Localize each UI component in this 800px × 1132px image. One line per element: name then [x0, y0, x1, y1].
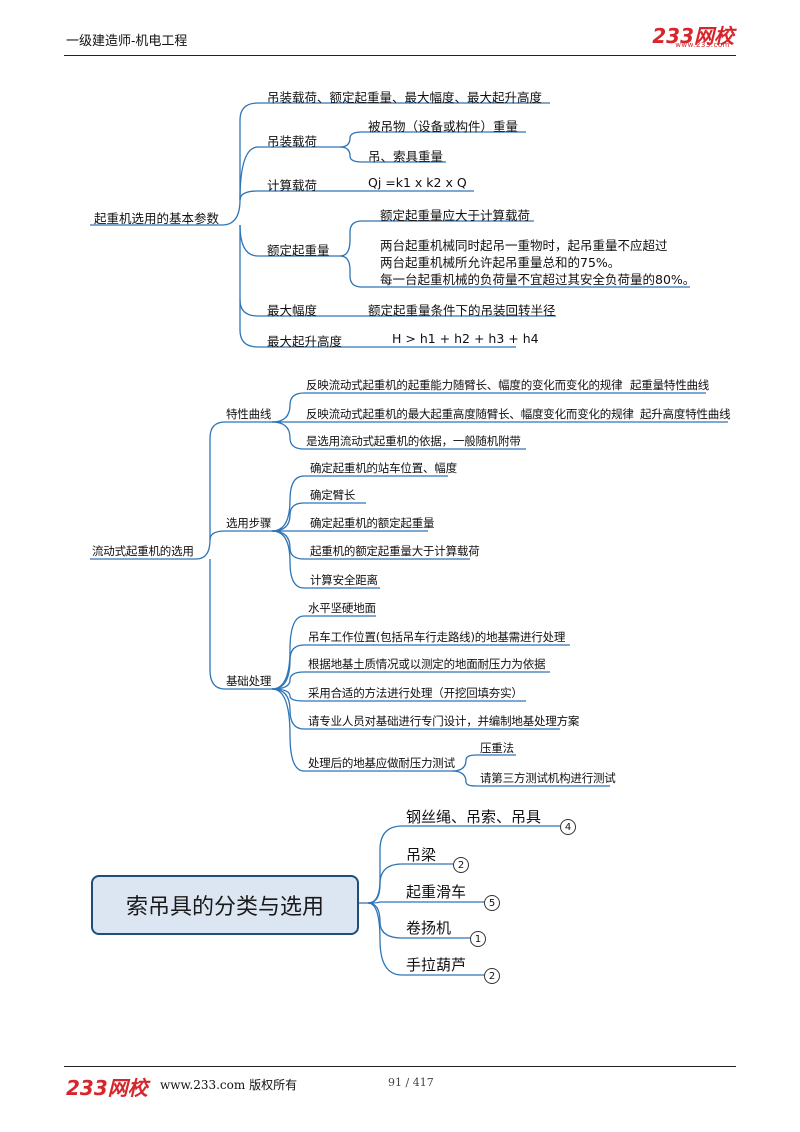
brand-logo: 233网校 — [652, 24, 734, 48]
map2-step-3: 确定起重机的额定起重量 — [310, 516, 435, 530]
map1-radius-desc: 额定起重量条件下的吊装回转半径 — [368, 303, 556, 318]
map2-curve-item-3: 是选用流动式起重机的依据，一般随机附带 — [306, 434, 521, 448]
map3-item-5: 手拉葫芦 — [406, 956, 467, 974]
map2-base-item-2: 吊车工作位置(包括吊车行走路线)的地基需进行处理 — [308, 630, 566, 644]
map2-step-5: 计算安全距离 — [310, 573, 378, 587]
map2-step-1: 确定起重机的站车位置、幅度 — [310, 461, 457, 475]
map2-base-item-6: 处理后的地基应做耐压力测试 — [308, 756, 455, 770]
map3-item-1: 钢丝绳、吊索、吊具 — [406, 808, 542, 826]
map1-load-item-2: 吊、索具重量 — [368, 149, 444, 164]
map1-calc-label: 计算载荷 — [267, 178, 318, 193]
map2-curve-right-2: 起升高度特性曲线 — [640, 407, 731, 421]
page-number: 91 / 417 — [388, 1076, 434, 1089]
footer-rule — [64, 1066, 736, 1067]
header-rule — [64, 55, 736, 56]
map3-item-2: 吊梁 — [406, 846, 437, 864]
map2-test-1: 压重法 — [480, 741, 514, 755]
map3-item-2-badge: 2 — [453, 857, 469, 873]
map1-rated-item-1: 额定起重量应大于计算载荷 — [380, 208, 531, 223]
map2-curve-item-1: 反映流动式起重机的起重能力随臂长、幅度的变化而变化的规律 — [306, 378, 623, 392]
map2-curve-right-1: 起重量特性曲线 — [630, 378, 710, 392]
map3-item-4: 卷扬机 — [406, 919, 452, 937]
map1-load-label: 吊装载荷 — [267, 134, 318, 149]
map2-test-2: 请第三方测试机构进行测试 — [480, 771, 616, 785]
map3-item-3-badge: 5 — [484, 895, 500, 911]
map2-steps-label: 选用步骤 — [226, 516, 272, 530]
map1-rated-item-2-line-3: 每一台起重机械的负荷量不宜超过其安全负荷量的80%。 — [380, 272, 696, 287]
map1-height-formula: H > h1 + h2 + h3 + h4 — [392, 331, 539, 346]
map3-item-4-badge: 1 — [470, 931, 486, 947]
map2-step-4: 起重机的额定起重量大于计算载荷 — [310, 544, 480, 558]
map1-radius-label: 最大幅度 — [267, 303, 318, 318]
map2-base-item-5: 请专业人员对基础进行专门设计，并编制地基处理方案 — [308, 714, 580, 728]
map3-item-5-badge: 2 — [484, 968, 500, 984]
map2-curve-label: 特性曲线 — [226, 407, 272, 421]
map1-root: 起重机选用的基本参数 — [94, 211, 220, 226]
map1-height-label: 最大起升高度 — [267, 334, 343, 349]
map1-top-line: 吊装载荷、额定起重量、最大幅度、最大起升高度 — [267, 90, 543, 105]
map1-calc-formula: Qj =k1 x k2 x Q — [368, 175, 467, 190]
footer-brand-logo: 233网校 — [66, 1076, 148, 1100]
footer-copyright: www.233.com 版权所有 — [160, 1078, 298, 1092]
map1-rated-item-2-line-1: 两台起重机械同时起吊一重物时，起吊重量不应超过 — [380, 238, 668, 253]
map2-curve-item-2: 反映流动式起重机的最大起重高度随臂长、幅度变化而变化的规律 — [306, 407, 634, 421]
map2-base-item-1: 水平坚硬地面 — [308, 601, 376, 615]
map2-root: 流动式起重机的选用 — [92, 544, 194, 558]
map3-item-1-badge: 4 — [560, 819, 576, 835]
map1-load-item-1: 被吊物（设备或构件）重量 — [368, 119, 519, 134]
brand-logo-url: www.233.com — [675, 41, 730, 49]
map2-base-label: 基础处理 — [226, 674, 272, 688]
map2-step-2: 确定臂长 — [310, 488, 356, 502]
map3-item-3: 起重滑车 — [406, 883, 467, 901]
document-header-title: 一级建造师-机电工程 — [66, 34, 188, 49]
map2-base-item-3: 根据地基土质情况或以测定的地面耐压力为依据 — [308, 657, 546, 671]
map2-base-item-4: 采用合适的方法进行处理（开挖回填夯实） — [308, 686, 523, 700]
map3-root: 索吊具的分类与选用 — [91, 875, 359, 935]
map1-rated-label: 额定起重量 — [267, 243, 330, 258]
map1-rated-item-2-line-2: 两台起重机械所允许起吊重量总和的75%。 — [380, 255, 621, 270]
